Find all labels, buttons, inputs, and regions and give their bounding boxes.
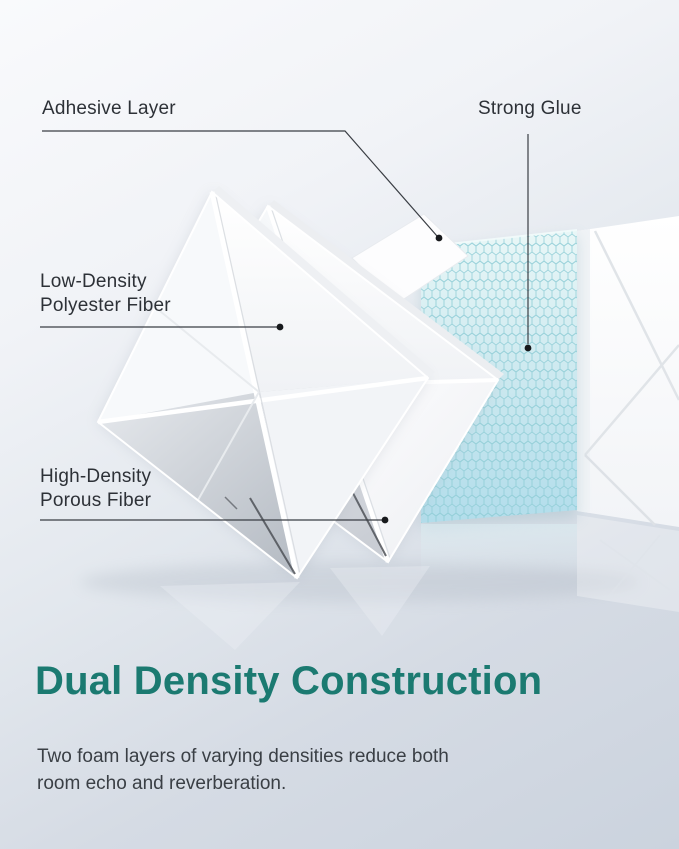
low-density-dot (276, 323, 284, 331)
right-panel (577, 216, 679, 612)
adhesive-dot (435, 234, 443, 242)
page-title: Dual Density Construction (35, 659, 543, 703)
strong-glue-label: Strong Glue (478, 98, 582, 119)
high-density-label: High-Density Porous Fiber (40, 465, 151, 513)
description-line1: Two foam layers of varying densities red… (37, 746, 449, 767)
high-density-dot (381, 516, 389, 524)
low-density-label: Low-Density Polyester Fiber (40, 270, 171, 318)
description-line2: room echo and reverberation. (37, 773, 287, 794)
leader-dots (276, 234, 532, 524)
low-density-label-line2: Polyester Fiber (40, 295, 171, 316)
front-panel (96, 186, 435, 580)
description-text: Two foam layers of varying densities red… (37, 743, 449, 797)
strong-glue-dot (524, 344, 532, 352)
adhesive-leader-line (42, 130, 438, 237)
leader-lines (40, 130, 529, 521)
low-density-label-line1: Low-Density (40, 271, 147, 292)
adhesive-layer-label: Adhesive Layer (42, 98, 176, 119)
high-density-label-line1: High-Density (40, 466, 152, 487)
high-density-label-line2: Porous Fiber (40, 490, 152, 511)
panel-reflections (160, 566, 430, 650)
